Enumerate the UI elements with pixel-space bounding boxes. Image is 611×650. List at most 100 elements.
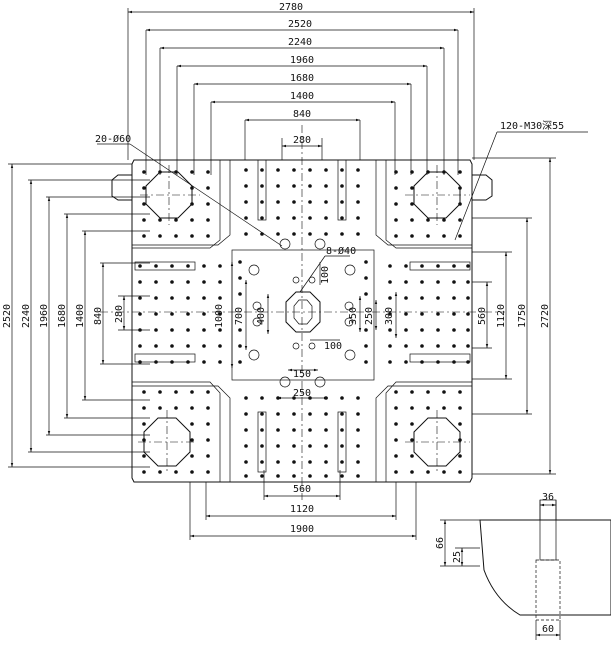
tapped-hole xyxy=(138,312,142,316)
tapped-hole xyxy=(190,234,194,238)
dim-left-2240: 2240 xyxy=(21,304,32,328)
tapped-hole xyxy=(238,328,242,332)
dim-center-350: 350 xyxy=(348,307,359,325)
detail-section: 36 60 66 25 xyxy=(435,492,611,640)
tapped-hole xyxy=(356,232,360,236)
dim-right-2720: 2720 xyxy=(540,304,551,328)
tapped-hole xyxy=(388,360,392,364)
left-dimensions: 2520 2240 1960 1680 1400 840 280 xyxy=(2,163,150,468)
tapped-hole xyxy=(364,260,368,264)
tapped-hole xyxy=(340,474,344,478)
tapped-hole xyxy=(276,444,280,448)
tapped-hole xyxy=(244,428,248,432)
tapped-hole xyxy=(154,360,158,364)
tapped-hole xyxy=(420,296,424,300)
tapped-hole xyxy=(404,264,408,268)
tapped-hole xyxy=(218,280,222,284)
tapped-hole xyxy=(138,360,142,364)
dim-right-1120: 1120 xyxy=(496,304,507,328)
tapped-hole xyxy=(308,216,312,220)
tapped-hole xyxy=(364,344,368,348)
dim-left-1400: 1400 xyxy=(75,304,86,328)
tapped-hole xyxy=(276,184,280,188)
dim-left-2520: 2520 xyxy=(2,304,13,328)
tapped-hole xyxy=(186,312,190,316)
tapped-hole xyxy=(292,200,296,204)
tapped-hole xyxy=(340,396,344,400)
tapped-hole xyxy=(410,470,414,474)
tapped-hole xyxy=(356,428,360,432)
tapped-hole xyxy=(420,264,424,268)
platen-outline xyxy=(111,159,493,540)
tapped-hole xyxy=(452,344,456,348)
tapped-hole xyxy=(206,390,210,394)
tapped-hole xyxy=(308,460,312,464)
t-slots xyxy=(134,159,471,473)
tapped-hole xyxy=(170,328,174,332)
tapped-hole xyxy=(388,328,392,332)
tapped-hole xyxy=(324,412,328,416)
tapped-hole xyxy=(420,360,424,364)
tapped-hole xyxy=(394,218,398,222)
tapped-hole xyxy=(142,202,146,206)
tapped-hole xyxy=(458,422,462,426)
tapped-hole xyxy=(404,344,408,348)
tapped-hole xyxy=(356,200,360,204)
tapped-hole xyxy=(442,470,446,474)
tapped-hole xyxy=(388,280,392,284)
tie-bar-hole-br xyxy=(413,417,461,467)
tapped-hole xyxy=(324,168,328,172)
tapped-hole xyxy=(308,168,312,172)
dim-top-280: 280 xyxy=(293,135,311,146)
tapped-hole xyxy=(190,438,194,442)
tapped-hole xyxy=(458,390,462,394)
dim-top-840: 840 xyxy=(293,109,311,120)
tapped-hole xyxy=(202,280,206,284)
tapped-hole xyxy=(394,438,398,442)
tapped-hole xyxy=(238,344,242,348)
tapped-hole xyxy=(452,312,456,316)
tapped-hole xyxy=(202,344,206,348)
tapped-hole xyxy=(364,292,368,296)
tapped-hole xyxy=(292,460,296,464)
tapped-hole xyxy=(340,168,344,172)
tapped-hole xyxy=(206,438,210,442)
tapped-hole xyxy=(364,360,368,364)
tapped-hole xyxy=(394,422,398,426)
tapped-hole xyxy=(452,360,456,364)
tapped-hole xyxy=(324,460,328,464)
tapped-hole xyxy=(420,344,424,348)
tapped-hole xyxy=(292,216,296,220)
tapped-hole xyxy=(452,264,456,268)
tapped-hole xyxy=(410,218,414,222)
callouts: 20-Ø60 120-M30深55 8-Ø40 xyxy=(95,120,588,293)
tapped-hole xyxy=(244,200,248,204)
tapped-hole xyxy=(206,234,210,238)
tapped-hole xyxy=(244,444,248,448)
tapped-hole xyxy=(218,296,222,300)
tapped-hole xyxy=(292,444,296,448)
tapped-hole xyxy=(154,344,158,348)
tapped-hole xyxy=(170,344,174,348)
tapped-hole xyxy=(466,312,470,316)
tapped-hole xyxy=(356,216,360,220)
tie-bar-holes xyxy=(143,171,461,467)
tapped-hole xyxy=(426,390,430,394)
tapped-hole xyxy=(394,454,398,458)
tapped-hole xyxy=(244,412,248,416)
tapped-hole xyxy=(206,170,210,174)
tapped-hole xyxy=(190,470,194,474)
tapped-hole xyxy=(186,280,190,284)
tapped-hole xyxy=(206,406,210,410)
tapped-hole xyxy=(394,202,398,206)
tapped-hole xyxy=(138,264,142,268)
tapped-hole xyxy=(292,428,296,432)
tapped-hole xyxy=(206,202,210,206)
tapped-hole xyxy=(276,412,280,416)
tapped-hole xyxy=(458,470,462,474)
dim-center-300: 300 xyxy=(384,307,395,325)
tapped-hole xyxy=(356,444,360,448)
tapped-hole xyxy=(458,406,462,410)
dim-bottom-560: 560 xyxy=(293,484,311,495)
tapped-hole xyxy=(276,460,280,464)
